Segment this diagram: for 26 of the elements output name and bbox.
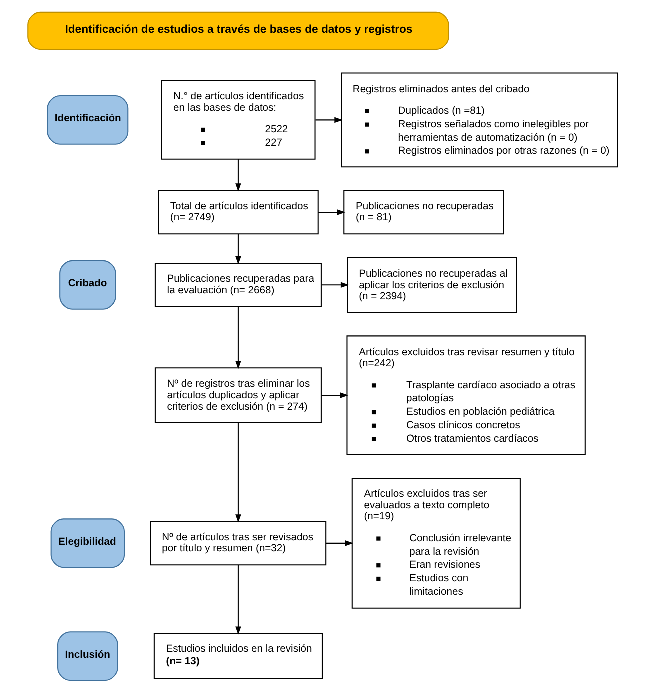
arrow [235, 234, 241, 265]
node-box: N.° de artículos identificados en las bases de datos: 2522 227 [160, 80, 316, 160]
arrow [235, 307, 241, 370]
node-box: Nº de artículos tras ser revisados por título y resumen (n=32) [150, 521, 326, 566]
node-box: Publicaciones recuperadas para la evaluación (n= 2668) [154, 262, 322, 308]
node-box: Elegibilidad [50, 518, 125, 568]
node-box: Nº de registros tras eliminar los artículos duplicados y aplicar criterios de exclusión (n = 274) [154, 368, 322, 424]
node-box: Estudios incluidos en la revisión (n= 13) [153, 633, 322, 680]
node-box: Publicaciones no recuperadas (n = 81) [343, 190, 504, 235]
arrow [326, 540, 354, 546]
node-box: Registros eliminados antes del cribado Duplicados (n =81) Registros señalados como inelegibles por herramientas de automatización (n = 0) Registros eliminados por otras razones (n = 0) [340, 72, 618, 168]
arrow [235, 422, 241, 523]
arrow [235, 159, 241, 192]
arrow [315, 117, 342, 124]
arrow [235, 565, 241, 635]
node-box: Identificación [46, 95, 128, 145]
node-box: Identificación de estudios a través de bases de datos y registros [27, 12, 449, 50]
node-box: Total de artículos identificados (n= 2749) [158, 190, 318, 235]
arrow [318, 210, 346, 216]
arrow [321, 282, 349, 288]
node-box: Inclusión [57, 632, 118, 682]
arrow [321, 392, 348, 398]
node-box: Artículos excluidos tras revisar resumen y título (n=242) Trasplante cardíaco asociado a otras patologías Estudios en población pediátrica Casos clínicos concretos Otros tratamientos cardíacos [346, 336, 586, 456]
node-box: Publicaciones no recuperadas al aplicar los criterios de exclusión (n = 2394) [346, 257, 517, 313]
node-box: Artículos excluidos tras ser evaluados a texto completo (n=19) Conclusión irrelevante para la revisión Eran revisiones Estudios con limitaciones [351, 478, 520, 609]
node-box: Cribado [59, 260, 116, 310]
